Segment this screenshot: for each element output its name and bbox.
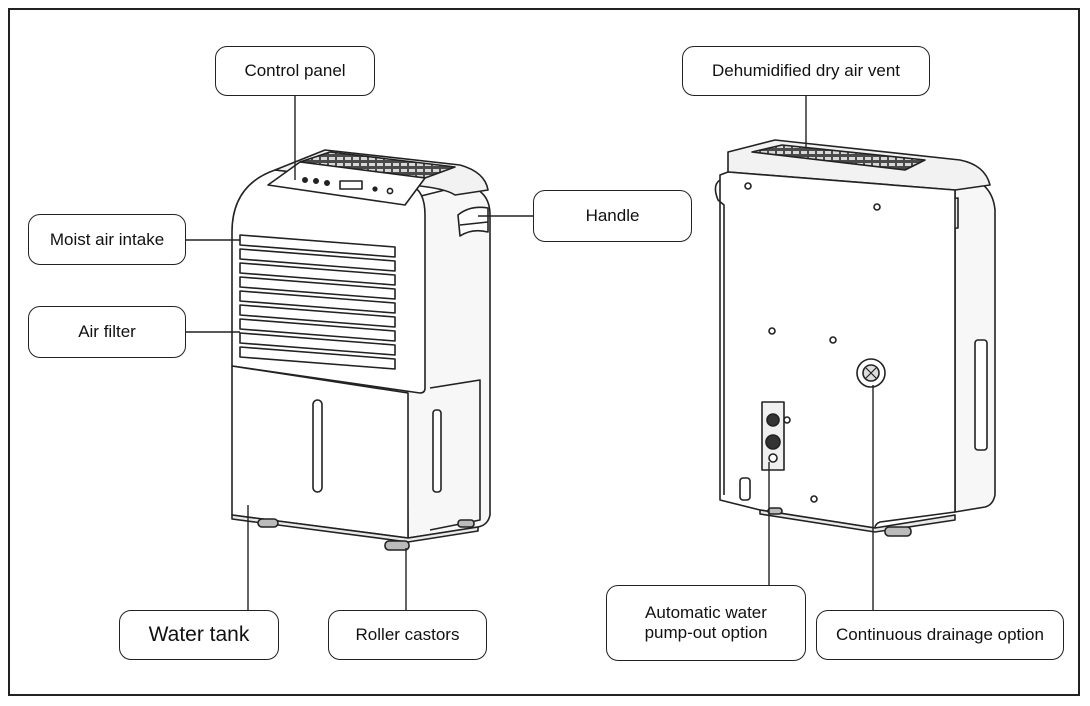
leader-lines	[186, 96, 874, 610]
label-water-tank: Water tank	[119, 610, 279, 660]
front-unit	[231, 149, 491, 551]
label-handle: Handle	[533, 190, 692, 242]
label-dry-air-vent: Dehumidified dry air vent	[682, 46, 930, 96]
label-air-filter: Air filter	[28, 306, 186, 358]
label-continuous-drainage: Continuous drainage option	[816, 610, 1064, 660]
label-control-panel: Control panel	[215, 46, 375, 96]
label-pump-out-line1: Automatic water	[645, 603, 767, 622]
label-pump-out-option: Automatic water pump-out option	[606, 585, 806, 661]
back-unit	[714, 139, 996, 537]
label-moist-air-intake: Moist air intake	[28, 214, 186, 265]
diagram-frame	[8, 8, 1080, 696]
label-pump-out-line2: pump-out option	[644, 623, 768, 642]
label-roller-castors: Roller castors	[328, 610, 487, 660]
